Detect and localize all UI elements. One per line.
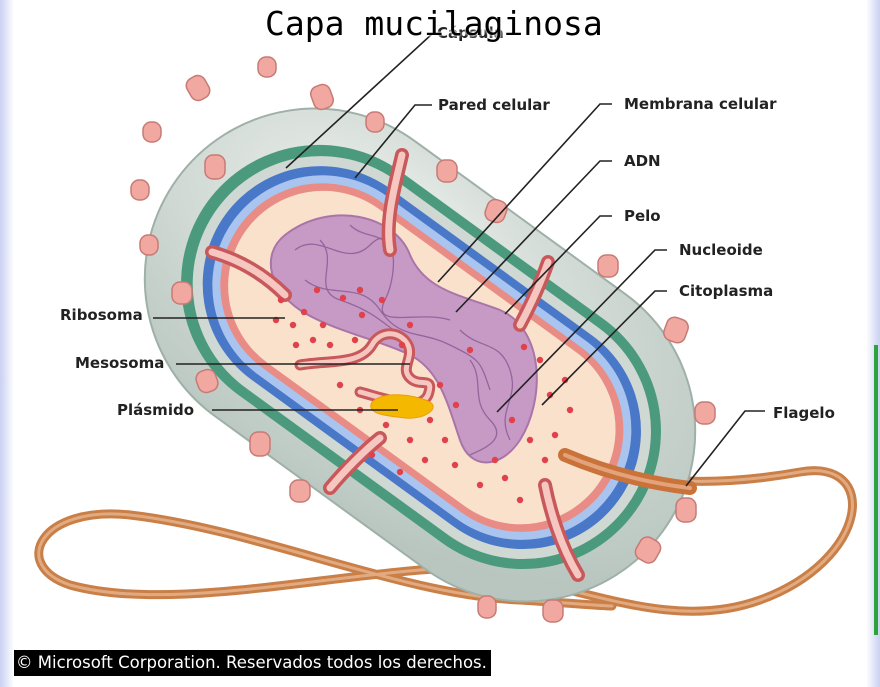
label-flagelo: Flagelo [773,404,835,422]
label-ribosoma: Ribosoma [60,306,143,324]
label-citoplasma: Citoplasma [679,282,773,300]
page-title: Capa mucilaginosa [265,4,603,43]
label-pelo: Pelo [624,207,661,225]
label-membrana-celular: Membrana celular [624,95,777,113]
label-nucleoide: Nucleoide [679,241,763,259]
side-accent-bar [874,345,878,635]
label-pared-celular: Pared celular [438,96,550,114]
copyright-notice: © Microsoft Corporation. Reservados todo… [14,650,491,676]
label-mesosoma: Mesosoma [75,354,164,372]
label-plasmido: Plásmido [117,401,194,419]
label-adn: ADN [624,152,661,170]
